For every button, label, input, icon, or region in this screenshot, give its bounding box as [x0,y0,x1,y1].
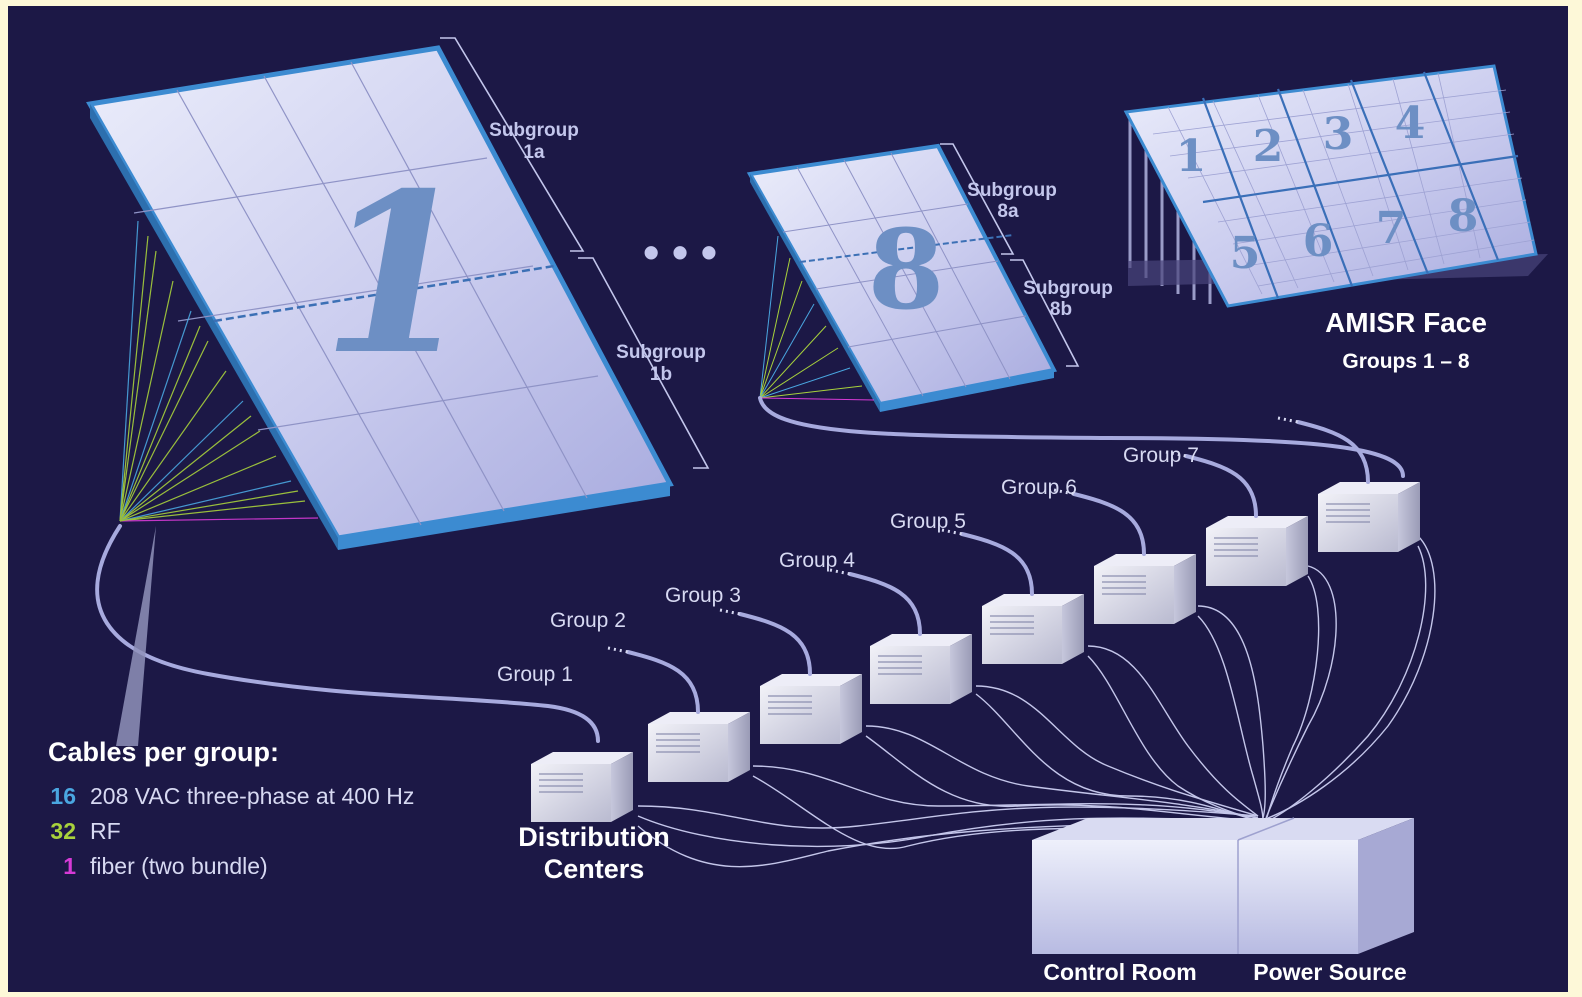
cables-legend: Cables per group: 16 208 VAC three-phase… [48,737,414,879]
subgroup-1b-label-line2: 1b [650,364,672,385]
cables-heading: Cables per group: [48,737,279,767]
group-connector-dots [719,608,741,616]
group8-panel: 8 [746,143,1058,412]
face-number-2: 2 [1253,121,1284,172]
cable-count-fiber: 1 [63,853,76,879]
cable-count-power: 16 [50,783,76,809]
group-connector-cable [626,650,700,714]
group-connector-dots [1277,416,1299,424]
distribution-box [982,594,1084,664]
subgroup-1a-label-line2: 1a [523,142,545,163]
cable-label-power: 208 VAC three-phase at 400 Hz [90,783,414,809]
group-connectors [607,416,1370,714]
cable-count-rf: 32 [50,818,76,844]
group-connector-cable [1072,492,1146,556]
subgroup-8b-label-line2: 8b [1050,299,1072,320]
distribution-box [870,634,972,704]
face-number-3: 3 [1323,109,1354,160]
network-wires [637,535,1436,868]
group-connector-dots [607,646,629,654]
group1-panel: 1 [86,45,674,550]
group-4-label: Group 4 [779,549,855,572]
group-connector-cable [848,572,922,636]
distribution-centers [531,482,1420,822]
cable-label-rf: RF [90,818,121,844]
face-number-5: 5 [1230,228,1261,279]
face-number-8: 8 [1448,191,1479,242]
diagram-canvas: 1 Subgroup 1a Subgroup 1b • • • [48,37,1548,985]
trunk-cables [95,396,1405,743]
distribution-label-line1: Distribution [518,822,669,852]
amisr-face: 1 2 3 4 5 6 7 8 [1123,64,1548,308]
group8-number: 8 [868,205,945,334]
group-5-label: Group 5 [890,510,966,533]
group-2-label: Group 2 [550,609,626,632]
group-connector-cable [1296,420,1370,484]
distribution-box [1094,554,1196,624]
cable-label-fiber: fiber (two bundle) [90,853,268,879]
power-source-label: Power Source [1253,959,1406,985]
amisr-face-subtitle: Groups 1 – 8 [1342,350,1470,373]
face-number-1: 1 [1176,131,1207,182]
subgroup-8b-label-line1: Subgroup [1023,278,1113,299]
amisr-diagram: 1 Subgroup 1a Subgroup 1b • • • [8,6,1568,992]
group-connector-cable [738,612,812,676]
cable-pointer [116,526,156,746]
subgroup-8a-label-line1: Subgroup [967,180,1057,201]
control-power-building [1032,817,1414,954]
subgroup-1a-label-line1: Subgroup [489,120,579,141]
distribution-box [1206,516,1308,586]
group-6-label: Group 6 [1001,476,1077,499]
distribution-box [531,752,633,822]
face-number-7: 7 [1376,203,1407,254]
control-room-label: Control Room [1043,959,1196,985]
group-connector-cable [1184,454,1258,518]
group-connector-cable [960,532,1034,596]
amisr-face-title: AMISR Face [1325,307,1487,338]
group8-cable-fan [759,235,875,401]
group-3-label: Group 3 [665,584,741,607]
distribution-box [648,712,750,782]
face-number-6: 6 [1303,216,1334,267]
subgroup-8a-label-line2: 8a [997,201,1019,222]
distribution-box [760,674,862,744]
group-1-label: Group 1 [497,663,573,686]
distribution-label-line2: Centers [544,854,645,884]
subgroup-1b-label-line1: Subgroup [616,342,706,363]
group-7-label: Group 7 [1123,444,1199,467]
face-number-4: 4 [1395,98,1426,149]
group1-cable-fan [119,220,319,522]
distribution-box [1318,482,1420,552]
group1-brackets [440,37,710,469]
ellipsis: • • • [643,226,717,278]
group8-brackets [940,143,1080,367]
